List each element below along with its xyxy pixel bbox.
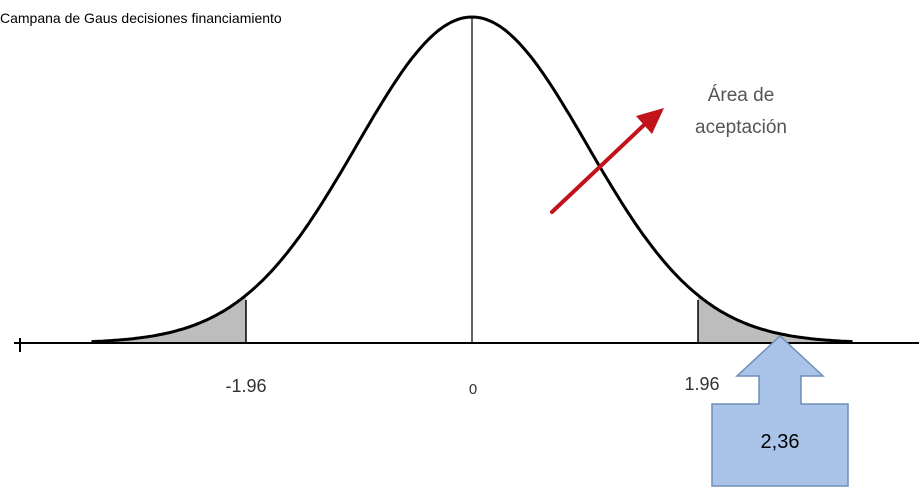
tick-label-minus-1-96: -1.96 <box>225 376 266 396</box>
acceptance-area-label-line1: Área de <box>708 85 775 106</box>
tick-label-0: 0 <box>469 381 477 398</box>
callout-value: 2,36 <box>761 431 800 453</box>
callout-box <box>711 334 849 487</box>
left-tail-region <box>91 295 246 343</box>
red-arrow-icon <box>550 108 664 214</box>
tick-label-1-96: 1.96 <box>684 374 719 394</box>
page-title: Campana de Gaus decisiones financiamient… <box>0 10 282 26</box>
bell-curve <box>91 15 853 344</box>
right-tail-region <box>698 295 853 343</box>
acceptance-area-label-line2: aceptación <box>695 117 787 138</box>
